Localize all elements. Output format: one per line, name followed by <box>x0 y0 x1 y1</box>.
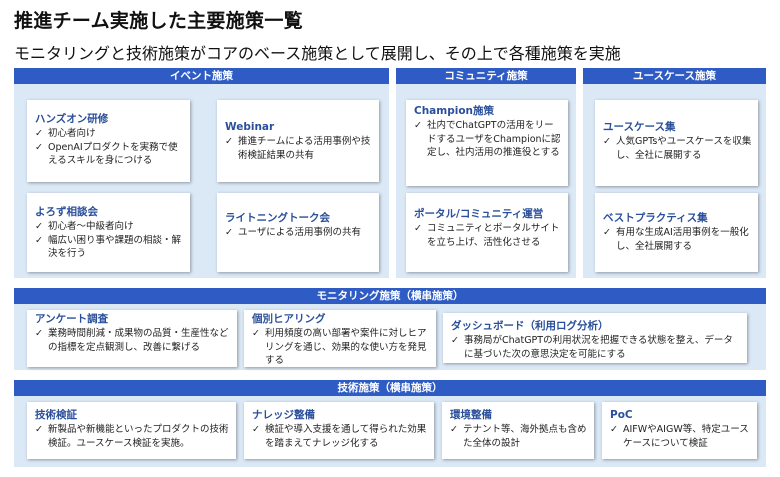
list-item: 社内でChatGPTの活用をリードするユーザをChampionに認定し、社内活用… <box>414 119 562 160</box>
card-title: 技術検証 <box>35 409 77 421</box>
card-knowledge: ナレッジ整備 検証や導入支援を通して得られた効果を踏まえてナレッジ化する <box>244 402 434 459</box>
card-webinar: Webinar 推進チームによる活用事例や技術検証結果の共有 <box>217 100 379 182</box>
list-item: 新製品や新機能といったプロダクトの技術検証。ユースケース検証を実施。 <box>35 423 230 450</box>
community-band: コミュニティ施策 <box>396 68 576 84</box>
card-lightning-talk: ライトニングトーク会 ユーザによる活用事例の共有 <box>217 193 379 272</box>
card-title: 環境整備 <box>450 409 492 421</box>
card-poc: PoC AIFWやAIGW等、特定ユースケースについて検証 <box>602 402 757 459</box>
list-item: 検証や導入支援を通して得られた効果を踏まえてナレッジ化する <box>252 423 428 450</box>
card-title: 個別ヒアリング <box>252 313 326 325</box>
card-title: ユースケース集 <box>603 121 676 133</box>
list-item: コミュニティとポータルサイトを立ち上げ、活性化させる <box>414 222 562 249</box>
list-item: 人気GPTsやユースケースを収集し、全社に展開する <box>603 135 752 162</box>
card-title: Webinar <box>225 121 275 133</box>
card-dashboard: ダッシュボード（利用ログ分析） 事務局がChatGPTの利用状況を把握できる状態… <box>443 313 747 363</box>
card-interview: 個別ヒアリング 利用頻度の高い部署や案件に対しヒアリングを通じ、効果的な使い方を… <box>244 310 436 367</box>
card-title: アンケート調査 <box>35 313 109 325</box>
list-item: AIFWやAIGW等、特定ユースケースについて検証 <box>610 423 751 450</box>
card-title: ハンズオン研修 <box>35 113 109 125</box>
list-item: テナント等、海外拠点も含めた全体の設計 <box>450 423 588 450</box>
card-title: ライトニングトーク会 <box>225 212 330 224</box>
card-usecase-collection: ユースケース集 人気GPTsやユースケースを収集し、全社に展開する <box>595 100 758 186</box>
card-consultation: よろず相談会 初心者〜中級者向け 幅広い困り事や課題の相談・解決を行う <box>27 193 190 272</box>
card-title: ナレッジ整備 <box>252 409 315 421</box>
card-title: ダッシュボード（利用ログ分析） <box>451 320 609 332</box>
event-band: イベント施策 <box>14 68 389 84</box>
list-item: 有用な生成AI活用事例を一般化し、全社展開する <box>603 226 752 253</box>
card-title: よろず相談会 <box>35 206 98 218</box>
card-best-practice: ベストプラクティス集 有用な生成AI活用事例を一般化し、全社展開する <box>595 193 758 272</box>
list-item: 利用頻度の高い部署や案件に対しヒアリングを通じ、効果的な使い方を発見する <box>252 327 430 368</box>
page-title: 推進チーム実施した主要施策一覧 <box>14 10 303 32</box>
list-item: 事務局がChatGPTの利用状況を把握できる状態を整え、データに基づいた次の意思… <box>451 334 741 361</box>
card-title: Champion施策 <box>414 105 495 117</box>
list-item: 推進チームによる活用事例や技術検証結果の共有 <box>225 135 373 162</box>
technical-band: 技術施策（横串施策） <box>14 380 766 396</box>
card-champion: Champion施策 社内でChatGPTの活用をリードするユーザをChampi… <box>406 100 568 186</box>
list-item: 幅広い困り事や課題の相談・解決を行う <box>35 234 184 261</box>
card-environment: 環境整備 テナント等、海外拠点も含めた全体の設計 <box>442 402 594 459</box>
card-portal-community: ポータル/コミュニティ運営 コミュニティとポータルサイトを立ち上げ、活性化させる <box>406 193 568 272</box>
list-item: 初心者〜中級者向け <box>35 220 184 234</box>
usecase-band: ユースケース施策 <box>583 68 766 84</box>
monitoring-band: モニタリング施策（横串施策） <box>14 288 766 304</box>
page-subtitle: モニタリングと技術施策がコアのベース施策として展開し、その上で各種施策を実施 <box>14 44 621 63</box>
card-survey: アンケート調査 業務時間削減・成果物の品質・生産性などの指標を定点観測し、改善に… <box>27 310 237 367</box>
list-item: 初心者向け <box>35 127 184 141</box>
card-title: ベストプラクティス集 <box>603 212 708 224</box>
list-item: ユーザによる活用事例の共有 <box>225 226 373 240</box>
card-hands-on: ハンズオン研修 初心者向け OpenAIプロダクトを実務で使えるスキルを身につけ… <box>27 100 190 182</box>
list-item: OpenAIプロダクトを実務で使えるスキルを身につける <box>35 141 184 168</box>
card-tech-verification: 技術検証 新製品や新機能といったプロダクトの技術検証。ユースケース検証を実施。 <box>27 402 236 459</box>
card-title: PoC <box>610 409 633 421</box>
list-item: 業務時間削減・成果物の品質・生産性などの指標を定点観測し、改善に繋げる <box>35 327 231 354</box>
card-title: ポータル/コミュニティ運営 <box>414 208 544 220</box>
